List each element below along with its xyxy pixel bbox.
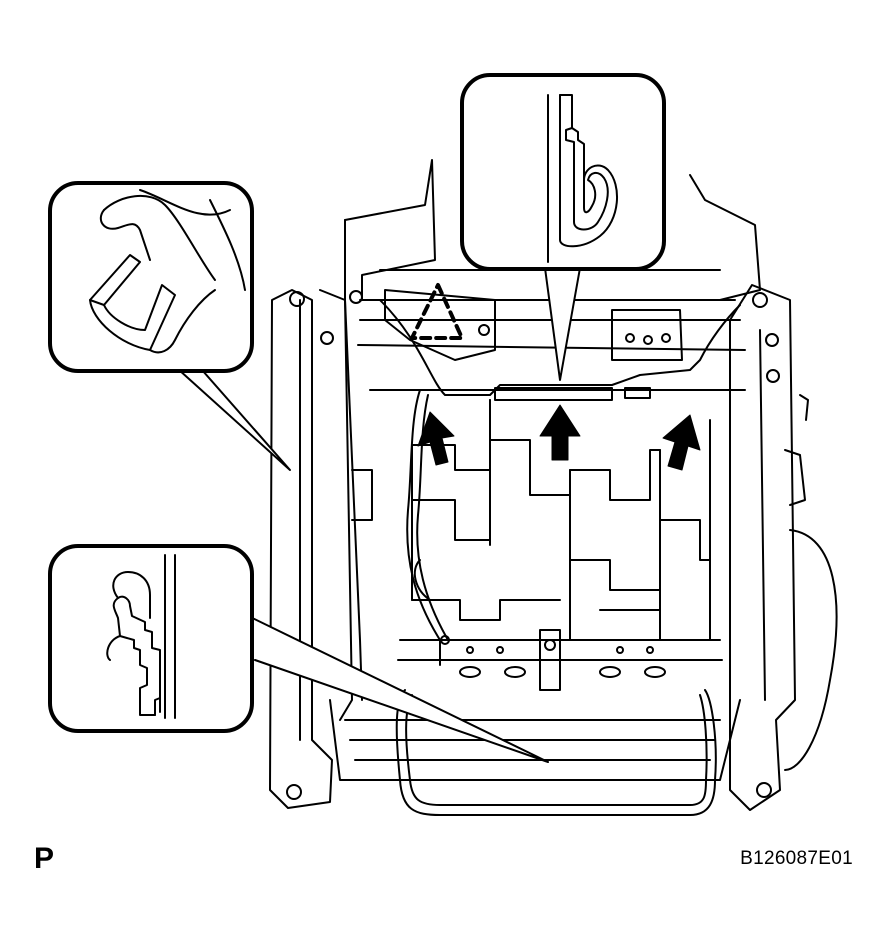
view-label: P bbox=[34, 842, 55, 875]
up-arrow-center-icon bbox=[539, 404, 581, 461]
seat-frame bbox=[269, 159, 838, 816]
callout-bottom-left-fastener bbox=[48, 544, 549, 763]
dashed-triangle-clip-icon bbox=[410, 283, 464, 340]
callout-left-clip bbox=[48, 181, 291, 471]
callout-top-hook-clip bbox=[460, 73, 666, 381]
up-arrow-right-icon bbox=[662, 414, 701, 471]
figure-code: B126087E01 bbox=[740, 848, 853, 869]
up-arrow-left-icon bbox=[417, 411, 455, 466]
